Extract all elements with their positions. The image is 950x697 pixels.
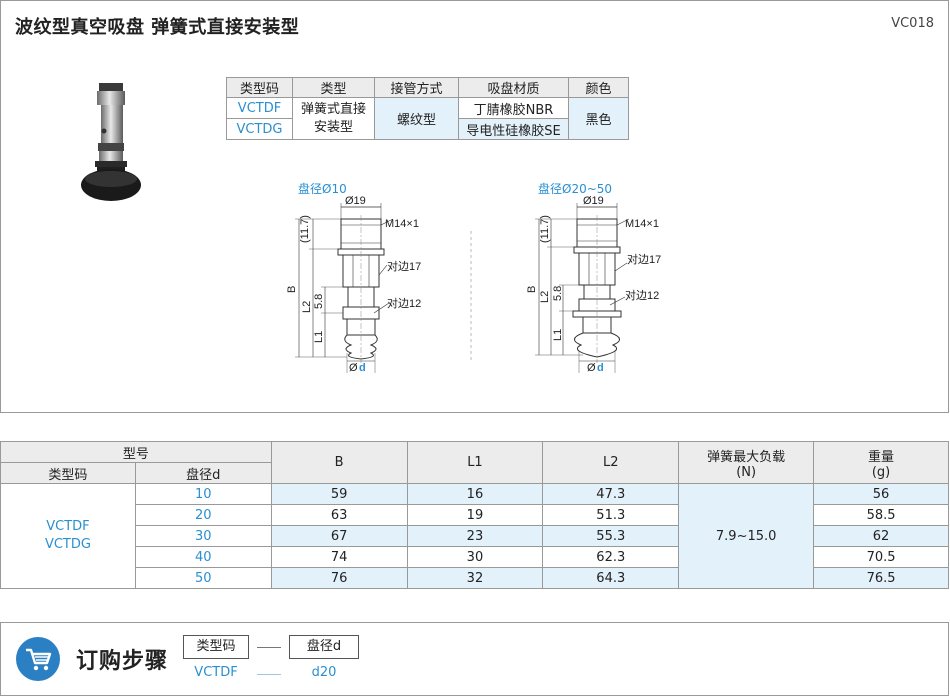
row-l1: 16 xyxy=(406,483,544,505)
row-l2: 51.3 xyxy=(542,504,680,526)
spec-header-type: 类型 xyxy=(292,77,375,98)
drawing-divider xyxy=(470,231,472,361)
row-b: 63 xyxy=(270,504,408,526)
row-d: 30 xyxy=(134,525,272,547)
drawing-d20-dim-l2: L2 xyxy=(539,291,551,303)
drawing-d10-hex12: 对边12 xyxy=(387,296,421,310)
row-l2: 64.3 xyxy=(542,567,680,589)
row-weight: 62 xyxy=(813,525,949,547)
drawing-d10-thread: M14×1 xyxy=(385,218,419,230)
type-codes-cell: VCTDF VCTDG xyxy=(0,483,136,589)
row-l1: 23 xyxy=(406,525,544,547)
row-l2: 55.3 xyxy=(542,525,680,547)
drawing-d20-hex17: 对边17 xyxy=(627,252,661,266)
spec-header-connection: 接管方式 xyxy=(374,77,459,98)
drawing-d10-dia-prefix: Ø xyxy=(349,362,358,374)
drawing-d20-dim-11-7: (11.7) xyxy=(539,215,551,243)
spec-table: 类型码 类型 接管方式 吸盘材质 颜色 VCTDF 弹簧式直接 安装型 螺纹型 … xyxy=(226,77,629,140)
order-title: 订购步骤 xyxy=(76,649,169,674)
product-code: VC018 xyxy=(891,16,934,31)
drawing-d20-thread: M14×1 xyxy=(625,218,659,230)
spec-type-line1: 弹簧式直接 xyxy=(300,101,366,117)
spec-material-nbr: 丁腈橡胶NBR xyxy=(458,97,569,119)
drawing-d10-dim-b: B xyxy=(286,286,298,293)
spec-connection: 螺纹型 xyxy=(374,97,459,140)
row-l2: 62.3 xyxy=(542,546,680,568)
spec-code-vctdf: VCTDF xyxy=(226,97,293,119)
header-b: B xyxy=(270,441,408,484)
page-title: 波纹型真空吸盘 弹簧式直接安装型 xyxy=(15,17,300,38)
order-value-separator xyxy=(257,674,281,675)
product-panel: 波纹型真空吸盘 弹簧式直接安装型 VC018 类型码 类型 接管方式 吸盘材质 … xyxy=(0,0,949,413)
header-spring-load: 弹簧最大负载 (N) xyxy=(678,441,815,484)
row-b: 74 xyxy=(270,546,408,568)
header-weight: 重量 (g) xyxy=(813,441,949,484)
header-l2: L2 xyxy=(542,441,680,484)
row-l1: 19 xyxy=(406,504,544,526)
header-model: 型号 xyxy=(0,441,272,463)
type-code-vctdg: VCTDG xyxy=(44,537,91,552)
row-d: 40 xyxy=(134,546,272,568)
cart-icon xyxy=(16,637,60,681)
drawing-d10: Ø19 M14×1 对边17 对边12 (11.7) B L2 5.8 L1 xyxy=(286,195,421,374)
product-photo xyxy=(81,83,141,201)
header-dia: 盘径d xyxy=(134,462,272,484)
drawing-d10-hex17: 对边17 xyxy=(387,259,421,273)
row-l2: 47.3 xyxy=(542,483,680,505)
row-d: 20 xyxy=(134,504,272,526)
order-value-dia: d20 xyxy=(311,665,337,680)
drawing-d10-dia-d: d xyxy=(359,362,366,374)
row-l1: 30 xyxy=(406,546,544,568)
spec-header-material: 吸盘材质 xyxy=(458,77,569,98)
header-spring-line1: 弹簧最大负载 xyxy=(707,449,786,465)
spec-type: 弹簧式直接 安装型 xyxy=(292,97,375,140)
order-separator xyxy=(257,647,281,648)
drawing-caption-d20-50: 盘径Ø20~50 xyxy=(538,182,613,196)
row-weight: 70.5 xyxy=(813,546,949,568)
row-b: 67 xyxy=(270,525,408,547)
spec-color: 黑色 xyxy=(568,97,629,140)
spec-type-line2: 安装型 xyxy=(313,119,353,135)
order-box-dia: 盘径d xyxy=(289,635,359,659)
drawing-d20-dia19: Ø19 xyxy=(583,195,604,207)
drawing-d20-dim-5-8: 5.8 xyxy=(552,286,564,301)
header-weight-line1: 重量 xyxy=(868,449,895,465)
header-l1: L1 xyxy=(406,441,544,484)
drawing-d20-dia-prefix: Ø xyxy=(587,362,596,374)
order-value-type-code: VCTDF xyxy=(194,665,238,680)
row-d: 10 xyxy=(134,483,272,505)
drawing-d20-dim-l1: L1 xyxy=(552,329,564,341)
header-type-code: 类型码 xyxy=(0,462,136,484)
spring-load-value: 7.9~15.0 xyxy=(678,483,815,589)
drawing-d10-dia19: Ø19 xyxy=(345,195,366,207)
drawing-d10-dim-l2: L2 xyxy=(301,301,313,313)
drawing-d20-hex12: 对边12 xyxy=(625,288,659,302)
row-d: 50 xyxy=(134,567,272,589)
header-spring-line2: (N) xyxy=(736,464,757,480)
row-b: 59 xyxy=(270,483,408,505)
row-b: 76 xyxy=(270,567,408,589)
spec-header-type-code: 类型码 xyxy=(226,77,293,98)
drawing-d10-dim-11-7: (11.7) xyxy=(299,215,311,243)
row-l1: 32 xyxy=(406,567,544,589)
type-code-vctdf: VCTDF xyxy=(46,519,90,534)
order-steps-panel: 订购步骤 类型码 盘径d VCTDF d20 xyxy=(0,622,949,696)
drawing-caption-d10: 盘径Ø10 xyxy=(298,182,347,196)
row-weight: 76.5 xyxy=(813,567,949,589)
spec-header-color: 颜色 xyxy=(568,77,629,98)
drawing-d10-dim-l1: L1 xyxy=(313,331,325,343)
spec-code-vctdg: VCTDG xyxy=(226,118,293,140)
row-weight: 58.5 xyxy=(813,504,949,526)
row-weight: 56 xyxy=(813,483,949,505)
spec-material-se: 导电性硅橡胶SE xyxy=(458,118,569,140)
dimension-table: 型号 B L1 L2 弹簧最大负载 (N) 重量 (g) 类型码 盘径d VCT… xyxy=(0,441,949,589)
order-box-type-code: 类型码 xyxy=(183,635,249,659)
drawing-d20-50: Ø19 M14×1 对边17 对边12 (11.7) B L2 5.8 L1 xyxy=(526,195,661,374)
drawing-d20-dim-b: B xyxy=(526,286,538,293)
drawing-d20-dia-d: d xyxy=(597,362,604,374)
header-weight-line2: (g) xyxy=(871,464,891,480)
drawing-d10-dim-5-8: 5.8 xyxy=(313,294,325,309)
